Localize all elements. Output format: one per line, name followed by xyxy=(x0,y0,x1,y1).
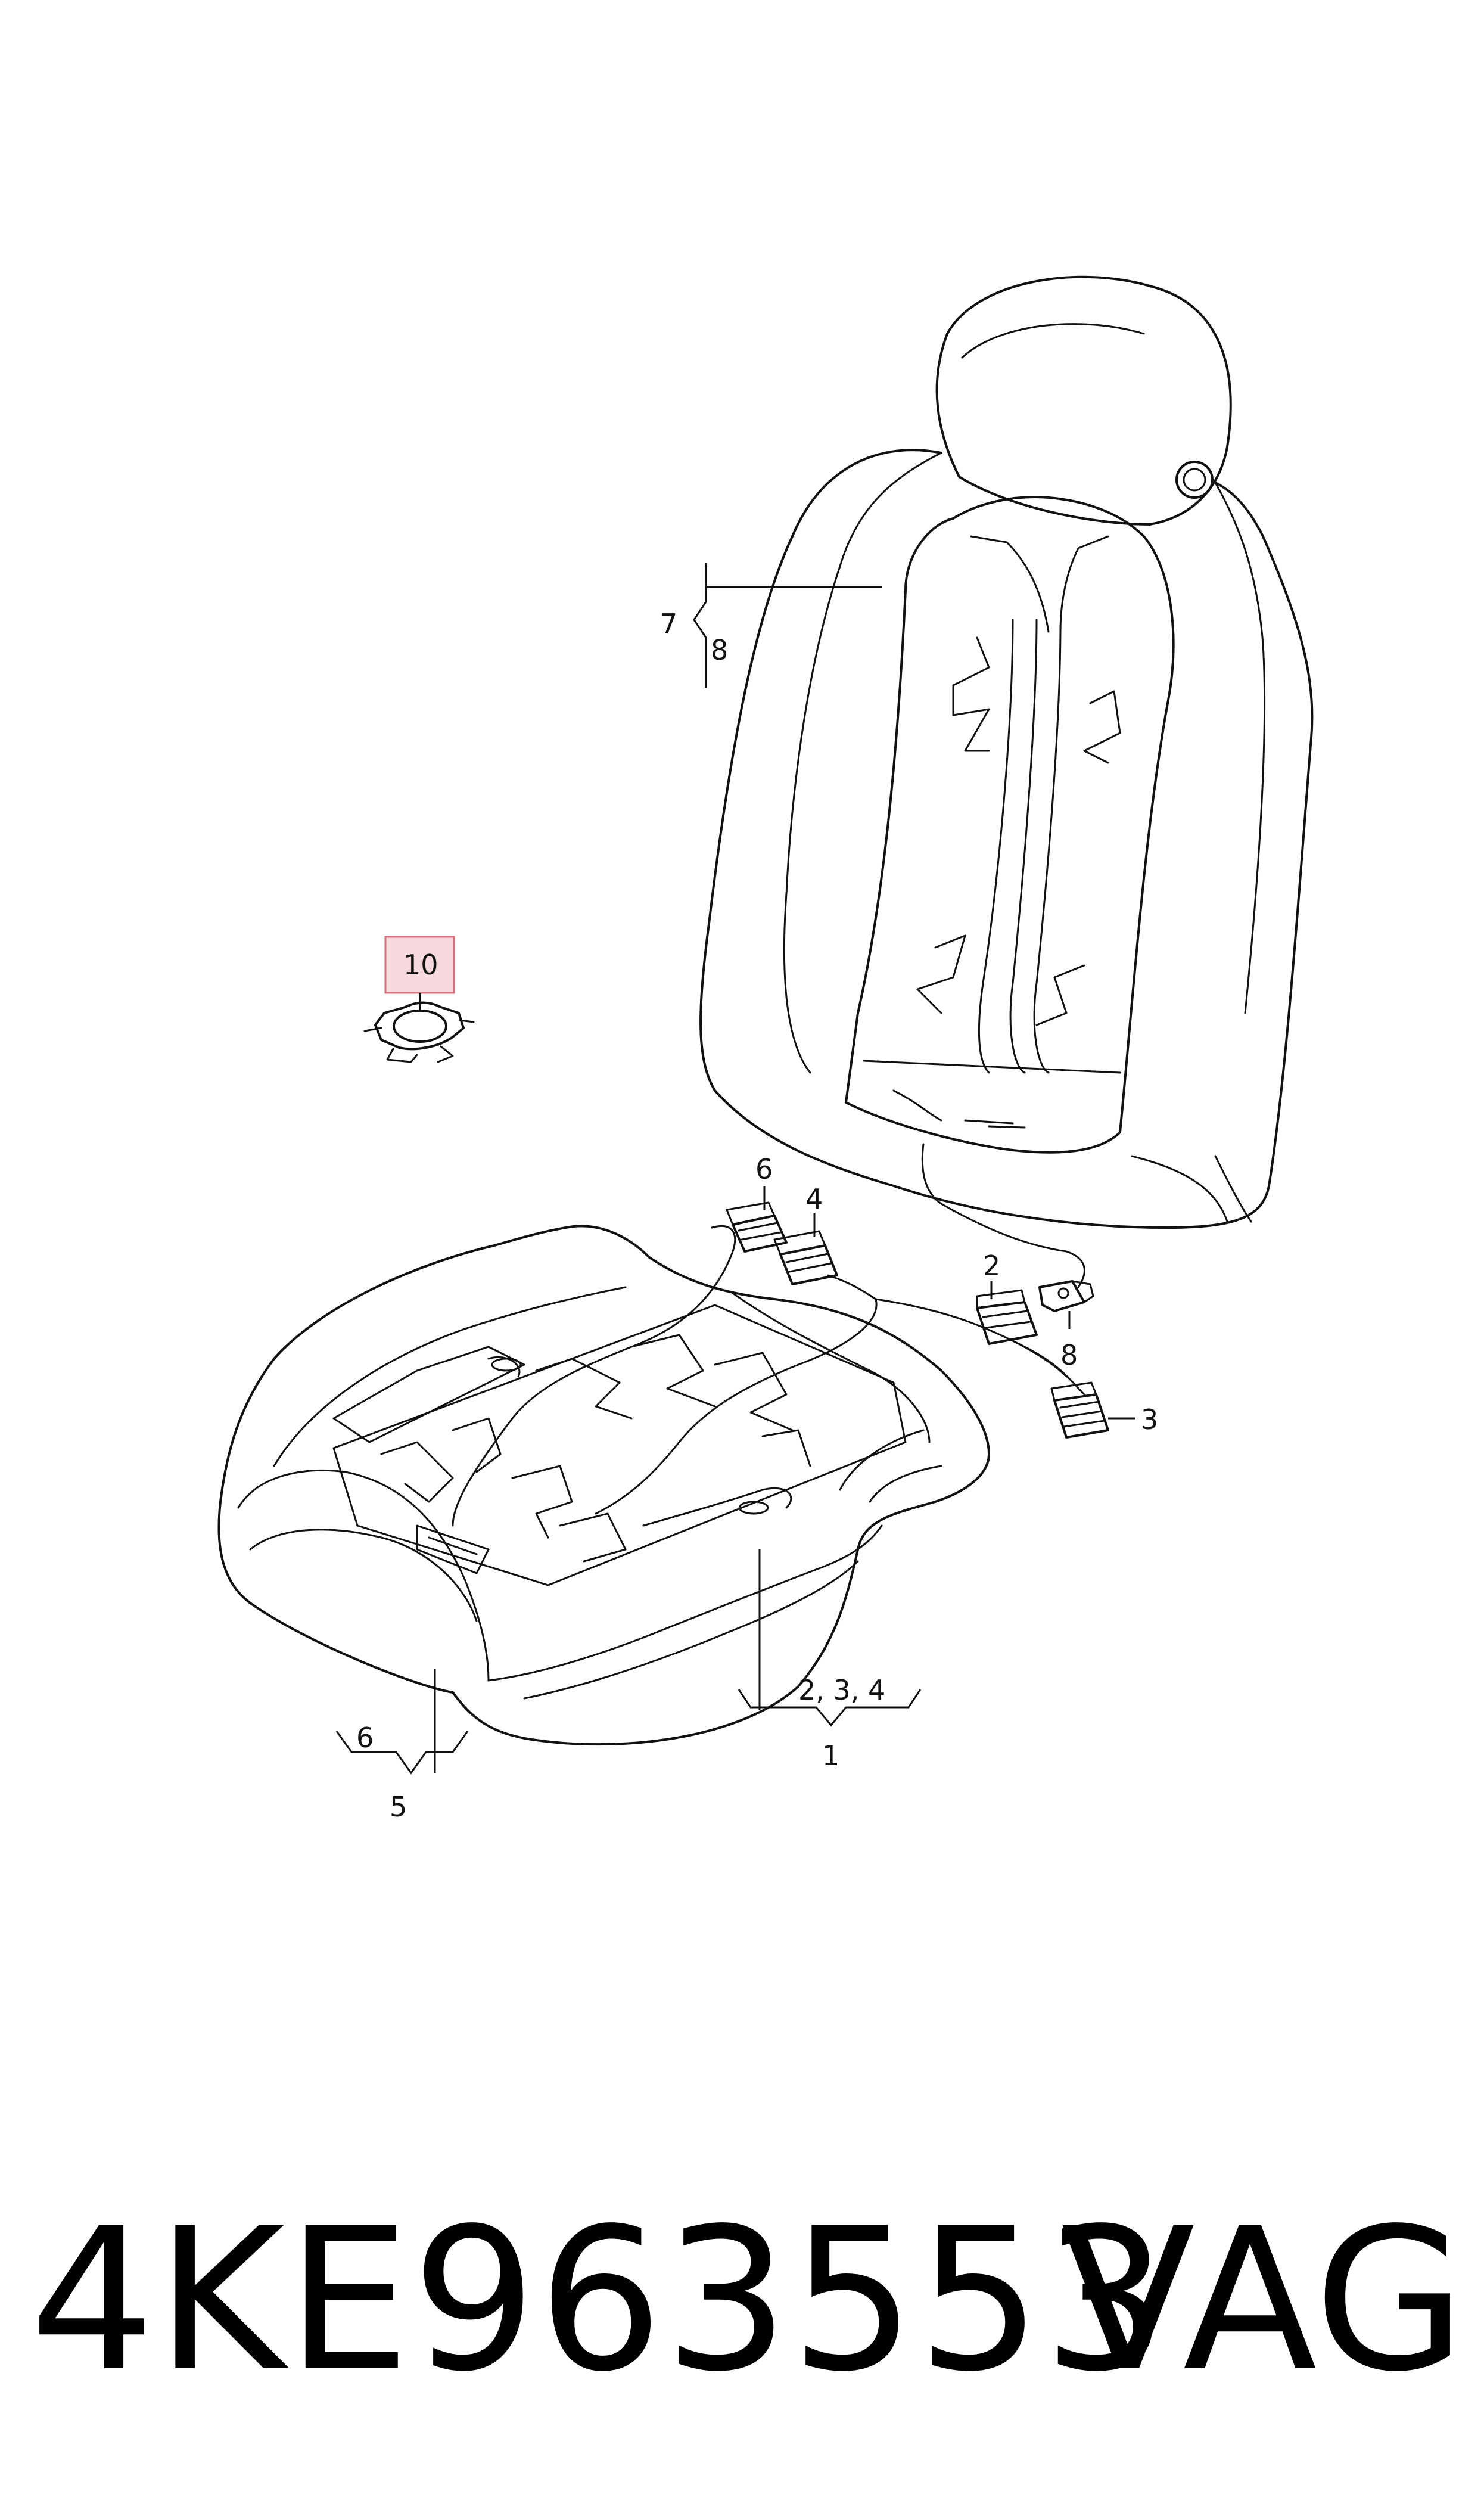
callout-8-connector: 8 xyxy=(1060,1339,1078,1371)
callout-6-connector: 6 xyxy=(755,1153,773,1185)
connector-3 xyxy=(1050,1381,1109,1439)
seat-cushion-outline xyxy=(217,1225,990,1746)
callout-3: 3 xyxy=(1141,1403,1158,1436)
connector-2 xyxy=(976,1289,1038,1345)
callout-10: 10 xyxy=(403,949,438,981)
part-number: 4KE963553 xyxy=(30,2186,1169,2415)
backrest-outline xyxy=(699,275,1314,1229)
leader-lines xyxy=(335,563,1135,1775)
callout-6-bracket: 6 xyxy=(356,1722,374,1754)
brand-name: VAG xyxy=(1060,2186,1466,2415)
seat-heating-mat xyxy=(332,1304,907,1586)
callout-2-3-4: 2, 3, 4 xyxy=(798,1674,885,1706)
callout-2: 2 xyxy=(983,1250,1000,1282)
part-10-sensor xyxy=(363,1001,475,1063)
connector-6 xyxy=(726,1201,788,1253)
wiring-harness xyxy=(452,1143,1085,1527)
callout-5: 5 xyxy=(390,1791,407,1823)
callout-4: 4 xyxy=(805,1183,823,1215)
footer: 4KE963553 VAG xyxy=(0,2169,1484,2431)
connector-4 xyxy=(773,1230,838,1285)
callout-1: 1 xyxy=(822,1740,839,1772)
connector-8 xyxy=(1038,1280,1094,1312)
callout-7: 7 xyxy=(660,608,677,640)
part-10-highlight-box xyxy=(384,936,455,994)
callout-8-backrest: 8 xyxy=(711,634,728,666)
